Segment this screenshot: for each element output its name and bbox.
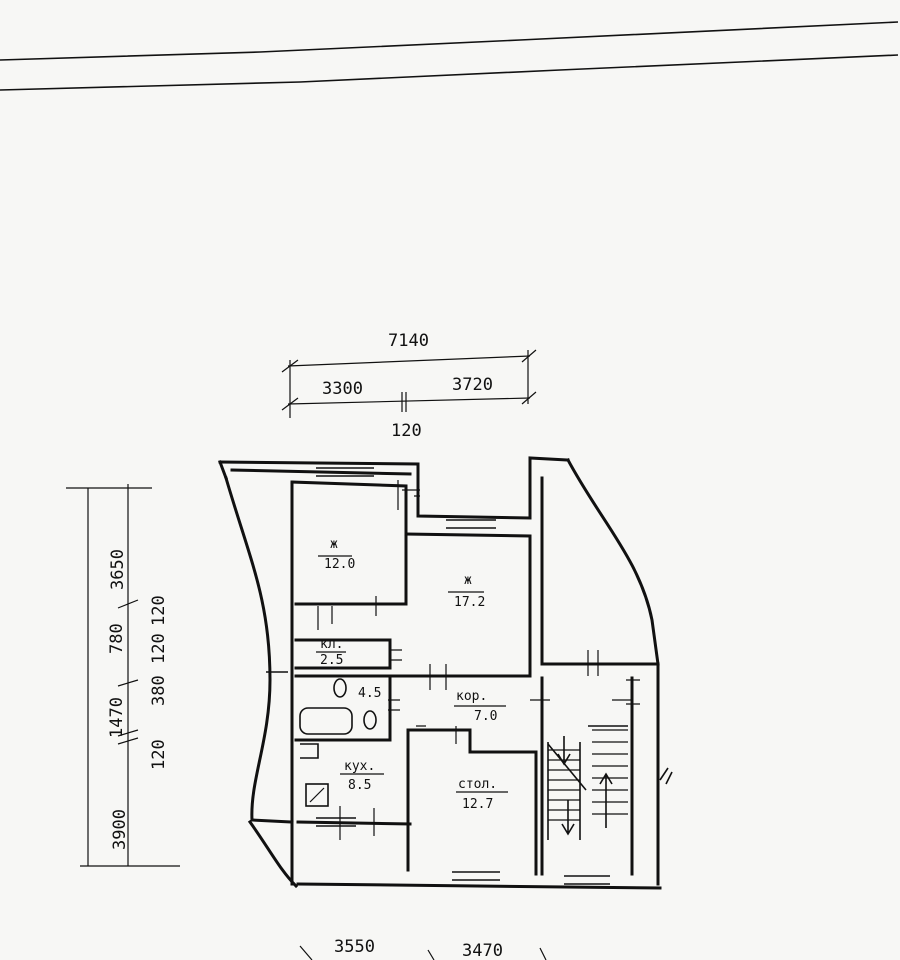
room-7-area: 12.7 xyxy=(462,797,493,812)
room-7-code: стол. xyxy=(458,777,497,792)
room-3-area: 2.5 xyxy=(320,653,343,668)
dimension-left-stack-2: 120 xyxy=(149,633,169,664)
room-5-area: 7.0 xyxy=(474,709,497,724)
dimension-left-top: 3650 xyxy=(108,549,128,590)
dimension-left-bottom: 3900 xyxy=(110,809,130,850)
dimension-left-mid-b: 1470 xyxy=(107,697,127,738)
apartment-walls xyxy=(218,456,662,890)
top-dimension-chain xyxy=(281,349,537,418)
dimension-left-stack-3: 380 xyxy=(149,675,169,706)
windows xyxy=(266,467,610,885)
room-1-area: 12.0 xyxy=(324,557,355,572)
dimension-left-stack-1: 120 xyxy=(149,595,169,626)
room-1-code: ж xyxy=(330,537,338,552)
room-4-area: 4.5 xyxy=(358,686,381,701)
left-dimension-chain xyxy=(66,484,180,867)
dimension-left-mid-a: 780 xyxy=(107,623,127,654)
dimension-right-span: 3720 xyxy=(452,375,493,395)
staircase xyxy=(547,725,673,840)
dimension-left-stack-4: 120 xyxy=(149,739,169,770)
bathroom-fixtures xyxy=(299,678,377,807)
room-6-area: 8.5 xyxy=(348,778,371,793)
room-3-code: кл. xyxy=(320,637,343,652)
room-6-code: кух. xyxy=(344,759,375,774)
doors xyxy=(317,480,640,840)
dimension-left-span: 3300 xyxy=(322,379,363,399)
bottom-dimension-chain xyxy=(299,945,547,960)
dimension-total-width: 7140 xyxy=(388,331,429,351)
room-2-area: 17.2 xyxy=(454,595,485,610)
room-5-code: кор. xyxy=(456,689,487,704)
dimension-bottom-left: 3550 xyxy=(334,937,375,957)
sheet-border-lines xyxy=(0,21,899,91)
dimension-bottom-right: 3470 xyxy=(462,941,503,960)
room-2-code: ж xyxy=(464,573,472,588)
dimension-wall-thickness: 120 xyxy=(391,421,422,441)
